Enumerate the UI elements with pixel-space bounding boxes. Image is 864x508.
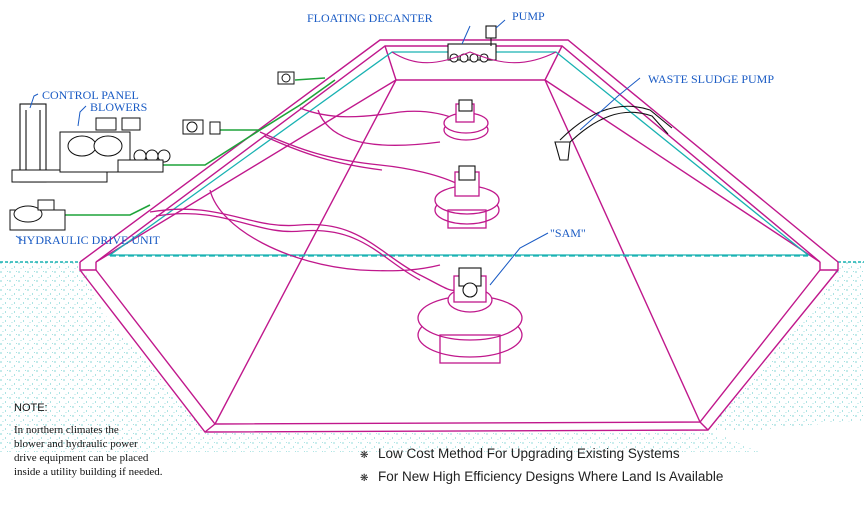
blower-unit-small-1 bbox=[182, 119, 221, 135]
soil-left bbox=[0, 262, 205, 452]
asterisk-bullet-icon: ❋ bbox=[360, 450, 369, 461]
waste-sludge-pump bbox=[554, 105, 673, 161]
control-panel bbox=[19, 103, 47, 183]
sam-motor-near bbox=[458, 267, 482, 298]
note-line: drive equipment can be placed bbox=[14, 452, 149, 464]
bullet-text: Low Cost Method For Upgrading Existing S… bbox=[378, 446, 680, 461]
label-floating-decanter: FLOATING DECANTER bbox=[307, 11, 433, 25]
label-sam: "SAM" bbox=[550, 226, 586, 240]
blowers-skid bbox=[11, 117, 171, 183]
decanter-arms bbox=[391, 51, 557, 64]
basin-walls bbox=[79, 39, 839, 433]
sam-unit-far bbox=[443, 103, 489, 141]
hydraulic-drive-unit bbox=[9, 199, 66, 231]
sam-motor-far bbox=[458, 99, 473, 112]
note-line: In northern climates the bbox=[14, 424, 119, 436]
sam-motor-mid bbox=[458, 165, 476, 181]
label-hydraulic-drive-unit: HYDRAULIC DRIVE UNIT bbox=[18, 233, 160, 247]
bullet-item: ❋ For New High Efficiency Designs Where L… bbox=[360, 469, 723, 484]
note-body: In northern climates the blower and hydr… bbox=[14, 423, 214, 479]
bullet-text: For New High Efficiency Designs Where La… bbox=[378, 469, 724, 484]
hoses bbox=[149, 107, 461, 291]
note-line: blower and hydraulic power bbox=[14, 438, 138, 450]
leader-lines bbox=[15, 19, 641, 286]
note-line: inside a utility building if needed. bbox=[14, 466, 163, 478]
label-blowers: BLOWERS bbox=[90, 100, 148, 114]
label-pump: PUMP bbox=[512, 9, 545, 23]
bullet-item: ❋ Low Cost Method For Upgrading Existing … bbox=[360, 446, 680, 461]
soil-bottom bbox=[150, 430, 760, 452]
blower-unit-small-2 bbox=[277, 71, 295, 85]
floating-decanter-assembly bbox=[447, 25, 497, 63]
soil-right bbox=[708, 262, 864, 430]
note-heading: NOTE: bbox=[14, 402, 48, 414]
label-control-panel: CONTROL PANEL bbox=[42, 88, 139, 102]
asterisk-bullet-icon: ❋ bbox=[360, 473, 369, 484]
label-waste-sludge-pump: WASTE SLUDGE PUMP bbox=[648, 72, 775, 86]
